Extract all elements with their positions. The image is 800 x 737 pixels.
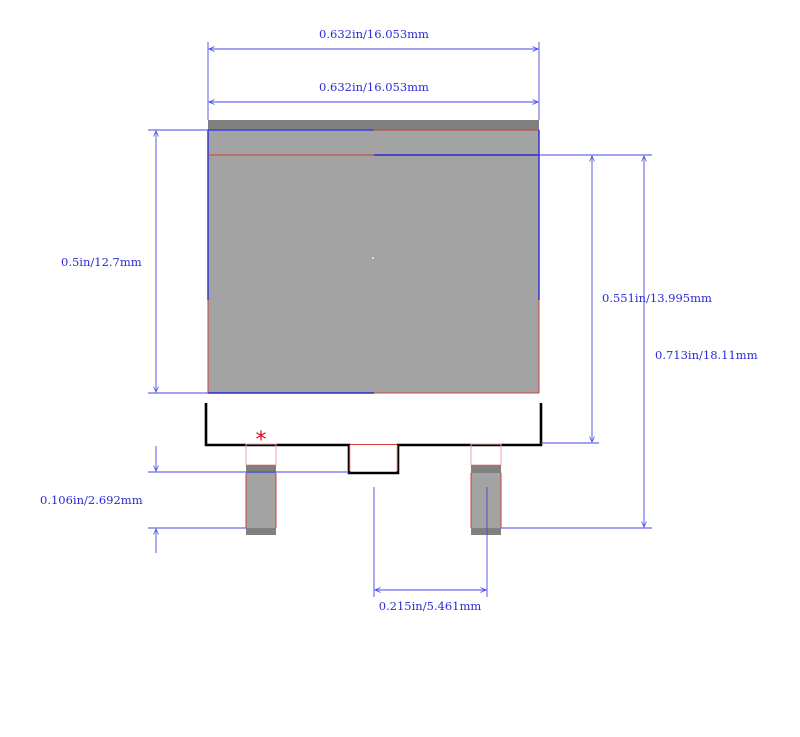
tab-pad (207, 120, 540, 394)
dim-top-width-outer: 0.632in/16.053mm (319, 27, 429, 41)
dim-body-height: 0.551in/13.995mm (602, 291, 712, 305)
dimension-lines (148, 42, 652, 597)
dim-overall-height: 0.713in/18.11mm (655, 348, 758, 362)
center-notch-courtyard (350, 444, 397, 445)
dimension-labels: 0.632in/16.053mm 0.632in/16.053mm 0.5in/… (40, 27, 758, 613)
tab-pad-center-mark (372, 257, 374, 259)
dim-top-width-inner: 0.632in/16.053mm (319, 80, 429, 94)
pin1-marker: * (256, 428, 267, 453)
dim-pad-height: 0.106in/2.692mm (40, 493, 143, 507)
pin-1-pad (245, 443, 277, 535)
silkscreen-outline (204, 403, 543, 475)
dim-tab-height: 0.5in/12.7mm (61, 255, 142, 269)
dim-pin-pitch: 0.215in/5.461mm (379, 599, 482, 613)
pin-3-pad (470, 443, 502, 535)
